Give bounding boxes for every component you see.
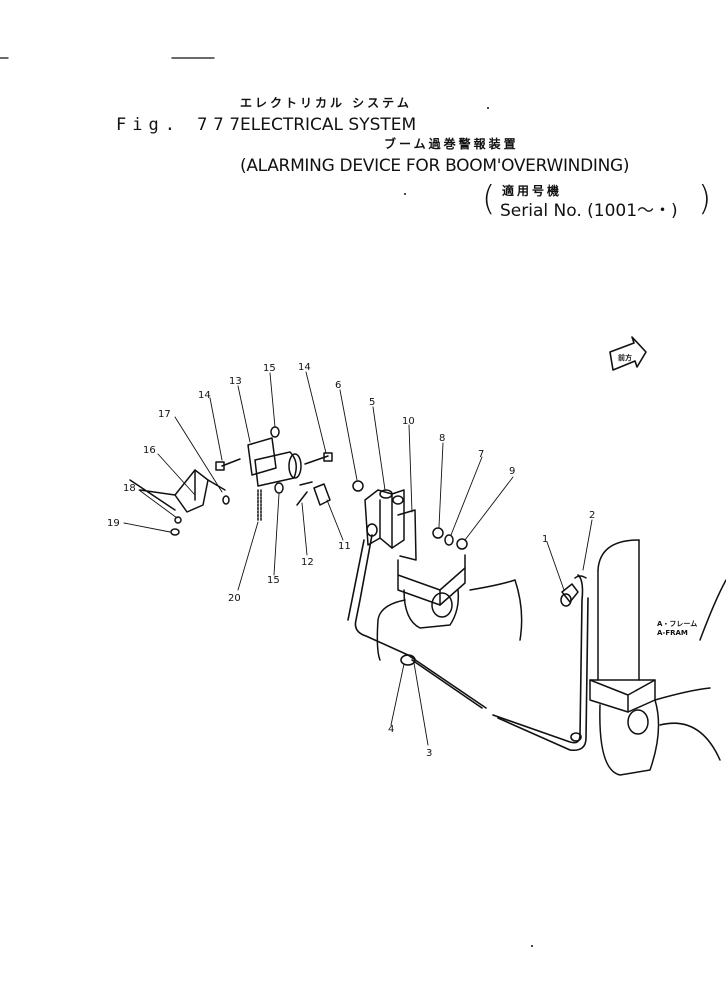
serial-right-bracket: ) xyxy=(698,179,712,219)
callout-8: 8 xyxy=(439,433,445,444)
callout-9: 9 xyxy=(509,466,515,477)
callout-1: 1 xyxy=(542,534,548,545)
frame-label-japanese: A・フレーム xyxy=(657,620,697,628)
callout-14-left: 14 xyxy=(198,390,211,401)
callout-11: 11 xyxy=(338,541,351,552)
figure-label: Fig. 777 xyxy=(116,115,246,135)
title-english: ELECTRICAL SYSTEM xyxy=(240,115,417,135)
callout-6: 6 xyxy=(335,380,341,391)
front-marker-label: 前方 xyxy=(618,353,632,362)
callout-2: 2 xyxy=(589,510,595,521)
scan-dot xyxy=(487,107,489,109)
callout-15-bottom: 15 xyxy=(267,575,280,586)
callout-13: 13 xyxy=(229,376,242,387)
limit-switch-sensor xyxy=(560,575,587,607)
title-japanese: エレクトリカル システム xyxy=(240,96,412,110)
callout-10: 10 xyxy=(402,416,415,427)
callout-17: 17 xyxy=(158,409,171,420)
a-frame-structure xyxy=(589,539,726,776)
scan-dot xyxy=(404,193,406,195)
applicable-japanese: 適用号機 xyxy=(502,184,563,198)
switch-bracket-assembly xyxy=(352,480,468,561)
frame-label-english: A-FRAM xyxy=(657,629,688,637)
callout-16: 16 xyxy=(143,445,156,456)
callout-14-right: 14 xyxy=(298,362,311,373)
callout-12: 12 xyxy=(301,557,314,568)
scan-dot xyxy=(531,945,533,947)
callout-3: 3 xyxy=(426,748,432,759)
callout-4: 4 xyxy=(388,724,394,735)
harness-cable xyxy=(347,534,589,752)
leader-lines xyxy=(123,371,593,746)
serial-number: Serial No. (1001～・) xyxy=(500,201,678,221)
callout-20: 20 xyxy=(228,593,241,604)
subtitle-english: (ALARMING DEVICE FOR BOOM'OVERWINDING) xyxy=(240,156,630,176)
callout-5: 5 xyxy=(369,397,375,408)
callout-7: 7 xyxy=(478,449,484,460)
lever-assembly xyxy=(129,426,333,536)
callout-numbers: 1 2 3 4 5 6 7 8 9 10 11 12 13 14 14 15 1… xyxy=(107,362,595,759)
boom-mount-bracket xyxy=(376,554,523,661)
front-direction-arrow-icon: 前方 xyxy=(609,336,647,371)
callout-15-top: 15 xyxy=(263,363,276,374)
subtitle-japanese: ブーム過巻警報装置 xyxy=(384,137,519,151)
callout-18: 18 xyxy=(123,483,136,494)
callout-19: 19 xyxy=(107,518,120,529)
serial-left-bracket: ( xyxy=(482,179,496,219)
